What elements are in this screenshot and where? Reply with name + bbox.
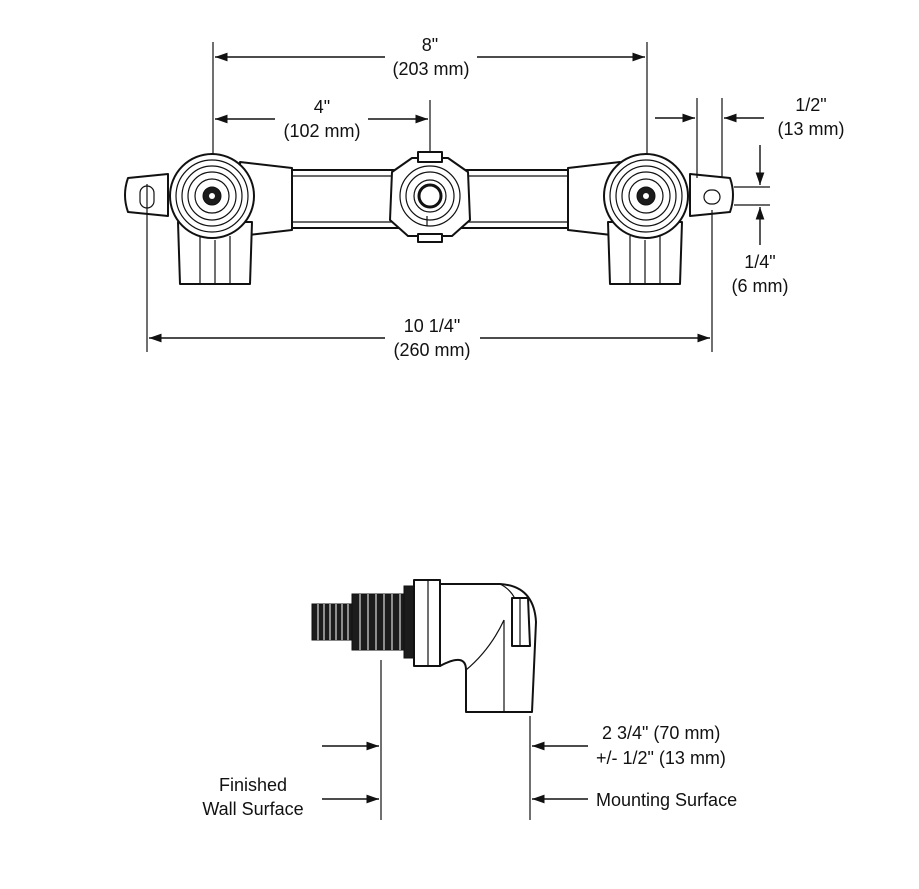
mounting-surface-label: Mounting Surface [596,790,738,810]
finished-wall-label-line1: Finished [218,775,288,795]
tab-width-imperial-label: 1/2" [795,95,827,115]
overall-length-imperial-label: 10 1/4" [403,316,461,336]
finished-wall-label-line2: Wall Surface [202,799,304,819]
half-spacing-metric-label: (102 mm) [283,121,361,141]
center-spacing-imperial-label: 8" [421,35,439,55]
overall-length-metric-label: (260 mm) [393,340,471,360]
tab-width-metric-label: (13 mm) [777,119,845,139]
side-view-dimensions [322,660,588,820]
slot-height-metric-label: (6 mm) [731,276,789,296]
slot-height-imperial-label: 1/4" [744,252,776,272]
top-view-dimensions [146,42,770,352]
half-spacing-imperial-label: 4" [313,97,331,117]
center-spacing-metric-label: (203 mm) [392,59,470,79]
depth-tolerance-label: +/- 1/2" (13 mm) [596,748,726,768]
depth-range-label: 2 3/4" (70 mm) [602,723,721,743]
valve-body-top-view [124,151,734,285]
valve-body-side-view [311,579,537,713]
